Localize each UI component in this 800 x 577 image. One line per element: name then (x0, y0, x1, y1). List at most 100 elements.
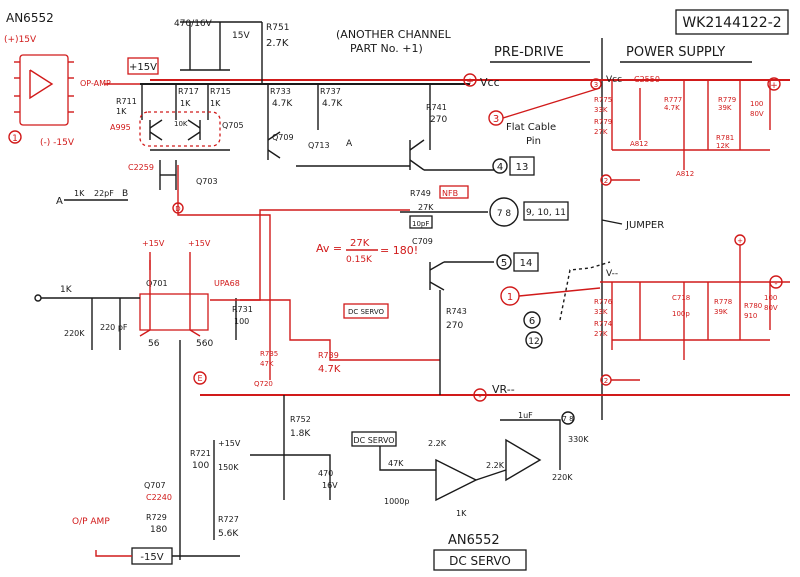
op-amp-bottom-label: O/P AMP (72, 517, 110, 527)
svg-text:3: 3 (493, 114, 499, 125)
svg-text:47K: 47K (388, 459, 404, 468)
svg-text:1K: 1K (456, 509, 467, 518)
svg-text:14: 14 (520, 258, 533, 269)
svg-text:R781: R781 (716, 134, 734, 142)
svg-text:+15V: +15V (142, 239, 165, 248)
svg-text:4.7K: 4.7K (318, 364, 341, 375)
svg-text:2.2K: 2.2K (486, 461, 505, 470)
note-another-channel: (ANOTHER CHANNEL (336, 28, 452, 41)
svg-text:4.7K: 4.7K (272, 99, 293, 109)
svg-text:Q703: Q703 (196, 177, 218, 186)
svg-text:R711: R711 (116, 97, 137, 106)
svg-text:47K: 47K (260, 360, 274, 368)
svg-text:2: 2 (604, 177, 608, 185)
gain-result: = 180! (380, 244, 418, 257)
svg-text:R731: R731 (232, 305, 253, 314)
svg-text:C709: C709 (412, 237, 433, 246)
svg-text:270: 270 (430, 115, 447, 125)
svg-text:270: 270 (446, 321, 463, 331)
svg-text:R778: R778 (714, 298, 732, 306)
svg-text:+: + (770, 81, 778, 91)
dc-servo-part: AN6552 (448, 533, 500, 548)
svg-text:80V: 80V (750, 110, 764, 118)
svg-text:1K: 1K (210, 99, 221, 108)
svg-text:R775: R775 (594, 96, 612, 104)
svg-text:B: B (122, 189, 128, 199)
svg-text:9, 10, 11: 9, 10, 11 (526, 208, 566, 218)
svg-text:1000p: 1000p (384, 497, 409, 506)
svg-text:Q705: Q705 (222, 121, 244, 130)
flat-cable-label: Flat Cable (506, 122, 556, 133)
svg-text:10K: 10K (174, 120, 188, 128)
svg-text:R752: R752 (290, 415, 311, 424)
svg-text:470/16V: 470/16V (174, 19, 213, 29)
svg-text:R733: R733 (270, 87, 291, 96)
section-power-supply: POWER SUPPLY (626, 45, 725, 60)
vcc-label: Vcc (480, 76, 500, 89)
gain-num: 27K (350, 238, 370, 249)
svg-text:+: + (737, 237, 743, 245)
svg-text:100p: 100p (672, 310, 690, 318)
svg-text:R774: R774 (594, 320, 613, 328)
jumper-label: JUMPER (625, 220, 664, 231)
svg-text:R743: R743 (446, 307, 467, 316)
svg-text:15V: 15V (232, 31, 250, 41)
svg-text:Q720: Q720 (254, 380, 273, 388)
svg-text:C2259: C2259 (128, 163, 154, 172)
ic-plus15-label: (+)15V (4, 35, 37, 45)
svg-text:R779: R779 (718, 96, 736, 104)
svg-text:56: 56 (148, 339, 160, 349)
svg-text:-: - (774, 279, 777, 289)
svg-text:A812: A812 (630, 140, 648, 148)
svg-text:12K: 12K (716, 142, 730, 150)
svg-text:R735: R735 (260, 350, 278, 358)
svg-text:Q701: Q701 (146, 279, 168, 288)
svg-text:2.2K: 2.2K (428, 439, 447, 448)
svg-text:Q709: Q709 (272, 133, 294, 142)
svg-text:2: 2 (604, 377, 608, 385)
svg-text:V--: V-- (606, 269, 618, 279)
svg-text:Pin: Pin (526, 136, 541, 147)
svg-text:6: 6 (529, 316, 535, 327)
svg-text:4: 4 (497, 162, 503, 173)
svg-text:3: 3 (594, 81, 598, 89)
ic-pin1-marker (8, 130, 22, 144)
svg-text:R721: R721 (190, 449, 211, 458)
svg-text:R777: R777 (664, 96, 682, 104)
svg-text:1K: 1K (60, 285, 73, 295)
gain-den: 0.15K (346, 255, 373, 265)
svg-text:A: A (56, 196, 63, 207)
svg-text:+15V: +15V (188, 239, 211, 248)
svg-text:12: 12 (528, 337, 539, 347)
svg-text:Q707: Q707 (144, 481, 166, 490)
svg-text:80V: 80V (764, 304, 778, 312)
svg-text:7 8: 7 8 (497, 209, 512, 219)
svg-text:4.7K: 4.7K (664, 104, 680, 112)
svg-text:A812: A812 (676, 170, 694, 178)
ic-pin1: 1 (12, 134, 18, 144)
svg-text:27K: 27K (594, 330, 608, 338)
op-amp-arrow-label: OP-AMP (80, 79, 111, 88)
svg-text:A: A (346, 139, 353, 149)
svg-text:1K: 1K (180, 99, 191, 108)
svg-text:R717: R717 (178, 87, 199, 96)
svg-text:150K: 150K (218, 463, 239, 472)
svg-text:R729: R729 (146, 513, 167, 522)
svg-text:33K: 33K (594, 106, 608, 114)
svg-text:5: 5 (501, 258, 507, 269)
svg-text:100: 100 (192, 461, 209, 471)
svg-text:22pF: 22pF (94, 189, 114, 198)
svg-text:1.8K: 1.8K (290, 429, 311, 439)
svg-text:39K: 39K (714, 308, 728, 316)
svg-text:C2240: C2240 (146, 493, 172, 502)
svg-text:R727: R727 (218, 515, 239, 524)
svg-text:2.7K: 2.7K (266, 38, 289, 49)
dc-servo-title: DC SERVO (449, 554, 511, 568)
svg-text:R741: R741 (426, 103, 447, 112)
svg-text:C2550: C2550 (634, 75, 660, 84)
svg-text:E: E (197, 374, 202, 383)
note-part-no: PART No. +1) (350, 42, 423, 55)
svg-text:VR--: VR-- (492, 383, 515, 396)
svg-text:R715: R715 (210, 87, 231, 96)
plus15-box (127, 57, 159, 75)
